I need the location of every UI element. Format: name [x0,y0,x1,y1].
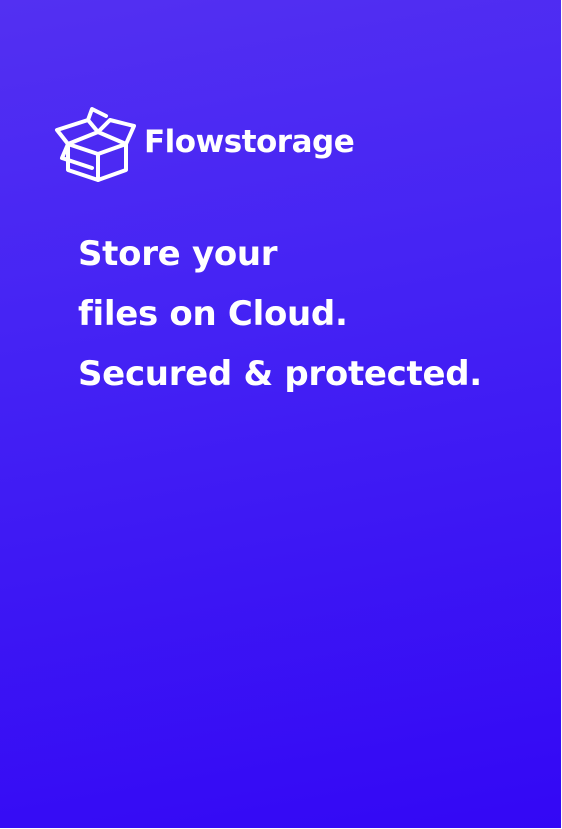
open-box-icon [55,107,136,182]
headline-line-1: Store your [78,234,278,274]
brand-logo: Flowstorage [54,104,355,184]
brand-name: Flowstorage [144,124,355,160]
headline: Store your files on Cloud. Secured & pro… [78,226,548,406]
headline-line-3: Secured & protected. [78,354,482,394]
headline-line-2: files on Cloud. [78,294,348,334]
